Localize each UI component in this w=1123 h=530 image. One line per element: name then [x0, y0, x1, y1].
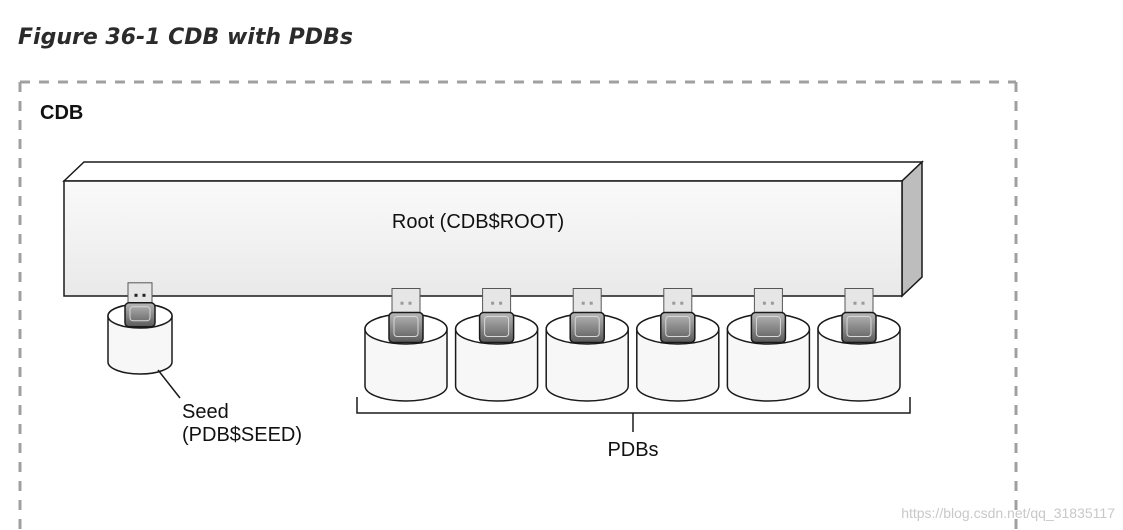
pdbs-bracket-line: [356, 397, 911, 414]
pdb-database: [726, 288, 811, 402]
usb-plug-bevel: [755, 316, 781, 337]
connector-pin: [672, 301, 676, 305]
usb-connector-icon: [663, 288, 693, 313]
pdb-database: [454, 288, 539, 402]
usb-connector-icon: [127, 282, 153, 304]
cdb-dashed-border: [18, 80, 1018, 530]
usb-plug-icon: [569, 311, 605, 344]
connector-pin: [491, 301, 495, 305]
connector-pin: [581, 301, 585, 305]
root-box-side: [901, 160, 923, 298]
pdb-database: [636, 288, 720, 402]
usb-plug-icon: [660, 311, 696, 344]
root-box-front: [63, 180, 903, 297]
seed-label-line2: (PDB$SEED): [182, 424, 302, 446]
connector-pin: [853, 301, 857, 305]
usb-connector-icon: [844, 288, 874, 313]
connector-pin: [134, 293, 138, 297]
connector-pin: [589, 301, 593, 305]
usb-plug-bevel: [484, 316, 510, 337]
connector-pin: [762, 301, 766, 305]
pdb-database: [817, 288, 901, 402]
pdb-database: [545, 288, 629, 402]
root-label: Root (CDB$ROOT): [392, 211, 564, 233]
connector-pin: [142, 293, 146, 297]
database-group: [107, 282, 901, 402]
usb-connector-icon: [572, 288, 602, 313]
usb-plug-icon: [841, 311, 877, 344]
seed-callout-line: [157, 369, 181, 399]
root-container-box: [62, 160, 924, 298]
usb-plug-bevel: [129, 306, 151, 322]
usb-plug-bevel: [393, 316, 419, 337]
usb-connector-icon: [482, 288, 512, 313]
connector-pin: [499, 301, 503, 305]
pdbs-label: PDBs: [607, 439, 658, 461]
connector-pin: [400, 301, 404, 305]
root-box-top: [62, 161, 924, 182]
usb-plug-bevel: [846, 316, 872, 337]
usb-plug-icon: [750, 311, 787, 344]
usb-plug-icon: [478, 311, 515, 344]
connector-pin: [770, 301, 774, 305]
seed-label-line1: Seed: [182, 401, 229, 423]
seed-database: [107, 282, 173, 375]
usb-connector-icon: [391, 288, 421, 313]
pdbs-bracket: [356, 397, 911, 432]
usb-plug-icon: [388, 311, 424, 344]
figure-title: Figure 36-1 CDB with PDBs: [18, 25, 353, 50]
cdb-container: [18, 80, 1018, 530]
watermark-text: https://blog.csdn.net/qq_31835117: [901, 505, 1115, 521]
connector-pin: [861, 301, 865, 305]
cdb-label: CDB: [40, 102, 83, 124]
usb-connector-icon: [753, 288, 783, 313]
usb-plug-bevel: [574, 316, 600, 337]
pdb-database: [364, 288, 448, 402]
connector-pin: [408, 301, 412, 305]
connector-pin: [680, 301, 684, 305]
usb-plug-bevel: [665, 316, 691, 337]
